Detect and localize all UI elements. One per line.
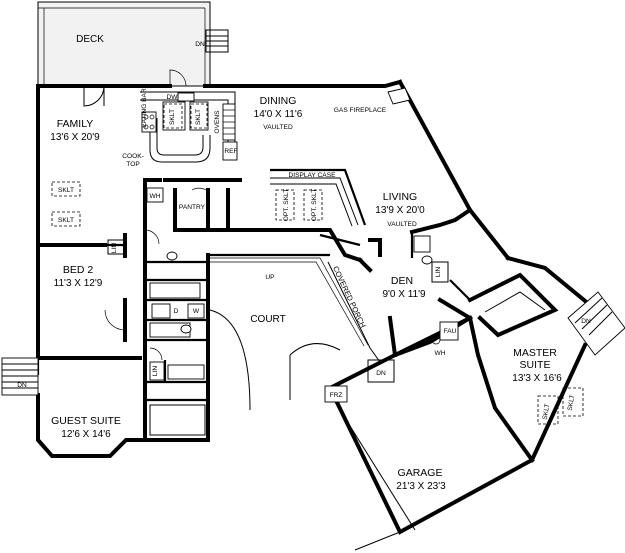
washer-label: W bbox=[193, 308, 200, 315]
guest-dn-label: DN bbox=[17, 382, 27, 389]
ovens-label: OVENS bbox=[214, 110, 221, 134]
kitchen bbox=[140, 91, 238, 163]
living-name: LIVING bbox=[383, 191, 417, 203]
interior-walls bbox=[36, 168, 559, 442]
bed2-lin-label: LIN bbox=[111, 243, 118, 253]
deck-label: DECK bbox=[76, 34, 104, 45]
family-dim: 13'6 X 20'9 bbox=[50, 132, 100, 143]
dw-label: DW bbox=[167, 94, 179, 101]
master-sklt-2-label: SKLT bbox=[567, 394, 577, 411]
master-name-1: MASTER bbox=[513, 347, 557, 359]
dining-dim: 14'0 X 11'6 bbox=[254, 109, 303, 120]
living-dim: 13'9 X 20'0 bbox=[375, 205, 425, 216]
guest-suite-name: GUEST SUITE bbox=[51, 415, 121, 427]
deck bbox=[37, 1, 229, 87]
family-sklt-2-label: SKLT bbox=[58, 217, 74, 224]
dining-name: DINING bbox=[260, 95, 297, 107]
dryer-label: D bbox=[174, 308, 179, 315]
den-lin-label: LIN bbox=[435, 267, 442, 277]
exterior-walls bbox=[36, 79, 593, 535]
garage-name: GARAGE bbox=[398, 467, 443, 479]
garage-dim: 21'3 X 23'3 bbox=[396, 481, 446, 492]
kitchen-sklt-1-label: SKLT bbox=[169, 109, 176, 125]
eating-bar-label: EATING BAR bbox=[141, 88, 148, 128]
kitchen-sklt-2-label: SKLT bbox=[195, 109, 202, 125]
master-sklt-1-label: SKLT bbox=[542, 403, 552, 420]
garage-wh-label: WH bbox=[435, 350, 446, 357]
court-label: COURT bbox=[250, 314, 285, 325]
gas-fireplace-label: GAS FIREPLACE bbox=[334, 107, 387, 114]
bed2-dim: 11'3 X 12'9 bbox=[54, 278, 103, 289]
guest-suite-dim: 12'6 X 14'6 bbox=[61, 429, 111, 440]
master-dn-label: DN bbox=[581, 318, 591, 325]
cooktop-label-2: TOP bbox=[126, 161, 140, 168]
master-dim: 13'3 X 16'6 bbox=[512, 373, 562, 384]
cooktop-label-1: COOK- bbox=[122, 153, 144, 160]
fau-label: FAU bbox=[444, 328, 457, 335]
porch-dn-label: DN bbox=[376, 370, 386, 377]
hall-lin-label: LIN bbox=[152, 366, 159, 376]
up-label: UP bbox=[265, 274, 275, 281]
den-name: DEN bbox=[391, 275, 413, 287]
wh-label: WH bbox=[150, 193, 161, 200]
deck-dn-label: DN bbox=[195, 41, 205, 48]
ref-label: REF bbox=[224, 148, 237, 155]
living-note: VAULTED bbox=[387, 221, 417, 228]
family-name: FAMILY bbox=[57, 118, 94, 130]
opt-sklt-1-label: OPT. SKLT bbox=[283, 189, 290, 222]
bed2-name: BED 2 bbox=[63, 264, 94, 276]
dining-note: VAULTED bbox=[263, 124, 293, 131]
pantry-label: PANTRY bbox=[179, 204, 206, 211]
display-case-label: DISPLAY CASE bbox=[288, 172, 336, 179]
opt-sklt-2-label: OPT. SKLT bbox=[311, 189, 318, 222]
master-name-2: SUITE bbox=[520, 359, 551, 371]
frz-label: FRZ bbox=[330, 392, 343, 399]
family-sklt-1-label: SKLT bbox=[58, 187, 74, 194]
fixtures bbox=[1, 69, 625, 551]
den-dim: 9'0 X 11'9 bbox=[382, 289, 426, 300]
